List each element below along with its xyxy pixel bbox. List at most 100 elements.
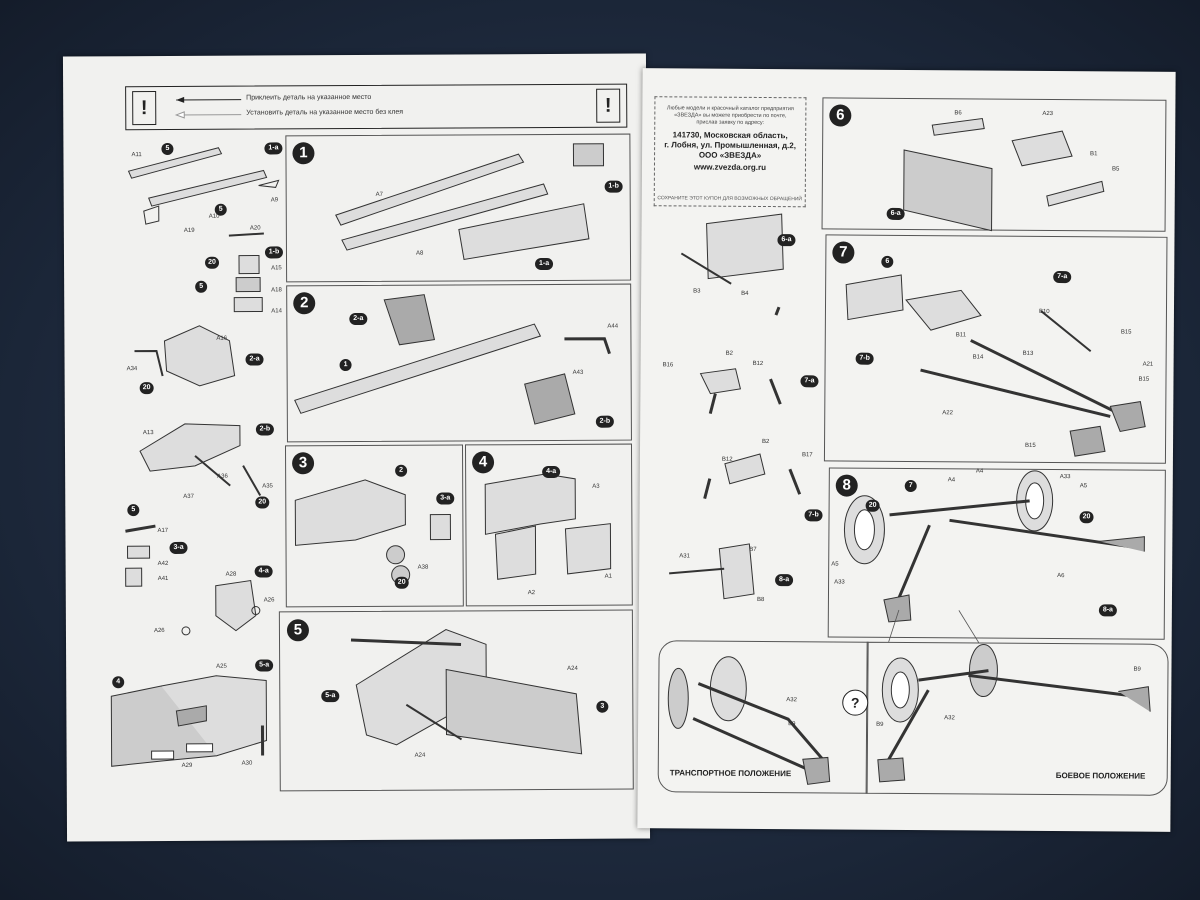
part-label: B15 xyxy=(1025,442,1036,449)
part-label: A35 xyxy=(262,483,273,490)
part-label: A32 xyxy=(944,715,955,722)
part-label: B5 xyxy=(1111,166,1120,173)
part-label: B9 xyxy=(876,721,884,728)
part-label: A16 xyxy=(216,335,228,342)
part-label: A31 xyxy=(679,553,690,560)
panel-label-6a: 6-a xyxy=(777,234,796,247)
paint-number: 20 xyxy=(255,496,270,509)
part-label: A24 xyxy=(414,752,426,759)
part-label: B9 xyxy=(1133,666,1141,673)
part-label: A37 xyxy=(183,493,194,500)
part-label: A33 xyxy=(834,579,845,586)
callout-number: 7 xyxy=(904,479,917,493)
part-label: A7 xyxy=(375,191,384,198)
sub-label-2b: 2-b xyxy=(255,423,274,436)
panel-label-3a: 3-a xyxy=(436,492,455,505)
glue-legend: ! Приклеить деталь на указанное место Ус… xyxy=(125,83,628,131)
part-label: B3 xyxy=(693,288,701,295)
part-label: A18 xyxy=(271,287,282,294)
sub-label-7a: 7-a xyxy=(1053,271,1072,284)
paint-number: 20 xyxy=(1079,511,1094,524)
sub-label-7b: 7-b xyxy=(855,352,874,365)
part-label: B2 xyxy=(762,438,770,446)
part-label: A26 xyxy=(153,628,165,635)
combat-position-label: БОЕВОЕ ПОЛОЖЕНИЕ xyxy=(1055,771,1146,781)
part-label: B17 xyxy=(801,452,813,459)
part-label: A28 xyxy=(225,571,237,578)
callout-number: 3 xyxy=(596,700,609,713)
part-label: B11 xyxy=(955,332,967,339)
part-label: A41 xyxy=(157,575,169,583)
part-label: A33 xyxy=(1059,474,1071,481)
part-label: A2 xyxy=(527,590,536,597)
part-label: A6 xyxy=(1057,573,1065,580)
sub-label-4a: 4-a xyxy=(254,565,273,578)
sub-label-1b: 1-b xyxy=(264,246,284,259)
panel-label-7a: 7-a xyxy=(800,375,819,388)
paint-number: 5 xyxy=(195,280,208,293)
part-label: A20 xyxy=(249,225,261,232)
part-label: A43 xyxy=(572,369,584,376)
callout-number: 6 xyxy=(881,255,894,268)
panel-label-2b: 2-b xyxy=(595,415,614,428)
paint-number: 20 xyxy=(139,382,154,395)
part-label: A23 xyxy=(1042,110,1054,118)
part-label: A44 xyxy=(607,323,619,330)
part-label: B1 xyxy=(1090,151,1098,158)
paint-number: 20 xyxy=(394,576,409,589)
part-label: B7 xyxy=(749,546,757,553)
part-label: B6 xyxy=(954,110,962,117)
part-label: B12 xyxy=(721,456,733,463)
assembly-drawings-right xyxy=(667,117,1151,785)
part-label: B4 xyxy=(741,290,749,297)
part-label: A17 xyxy=(157,527,169,535)
panel-label-2a: 2-a xyxy=(349,312,368,326)
part-label: B14 xyxy=(972,354,984,361)
part-label: B2 xyxy=(725,350,734,357)
part-label: A21 xyxy=(1142,361,1154,368)
part-label: A24 xyxy=(567,665,578,672)
part-label: A8 xyxy=(415,250,424,257)
panel-label-4a: 4-a xyxy=(542,465,561,479)
part-label: B15 xyxy=(1120,329,1132,336)
part-label: A13 xyxy=(142,430,154,437)
position-toggle-icon: ? xyxy=(842,689,869,716)
panel-label-1a: 1-a xyxy=(535,257,554,271)
sub-label-8a: 8-a xyxy=(1098,604,1117,617)
part-label: A4 xyxy=(947,477,956,484)
panel-label-7b: 7-b xyxy=(804,509,823,522)
sub-label-5a: 5-a xyxy=(255,659,274,672)
part-label: A5 xyxy=(831,561,839,568)
sub-label-6a: 6-a xyxy=(886,207,905,220)
callout-number: 4 xyxy=(112,676,125,689)
part-label: B9 xyxy=(788,721,796,728)
paint-number: 20 xyxy=(204,256,220,269)
part-label: A38 xyxy=(417,564,429,571)
legend-arrows xyxy=(174,96,242,119)
part-label: B13 xyxy=(1022,350,1034,357)
part-label: A22 xyxy=(942,410,953,417)
callout-number: 2 xyxy=(395,464,408,477)
part-label: A34 xyxy=(126,366,138,373)
sub-label-3a: 3-a xyxy=(169,541,188,554)
paint-number: 5 xyxy=(214,203,227,216)
sub-label-1a: 1-a xyxy=(264,142,283,155)
part-label: A9 xyxy=(270,197,279,204)
panel-label-8a: 8-a xyxy=(775,574,794,587)
part-label: A15 xyxy=(271,265,282,272)
part-label: B15 xyxy=(1138,376,1150,383)
panel-label-1b: 1-b xyxy=(604,180,623,193)
part-label: B10 xyxy=(1038,308,1050,315)
part-label: A26 xyxy=(263,597,275,604)
part-label: B8 xyxy=(756,596,765,604)
part-label: A11 xyxy=(131,152,142,159)
paint-number: 5 xyxy=(161,142,174,156)
part-label: B12 xyxy=(752,360,764,367)
part-label: A25 xyxy=(216,663,227,670)
sub-label-2a: 2-a xyxy=(245,353,264,366)
instruction-sheet-left: ! Приклеить деталь на указанное место Ус… xyxy=(62,53,651,842)
part-label: A32 xyxy=(786,697,797,704)
paint-number: 5 xyxy=(127,504,140,517)
part-label: B16 xyxy=(662,362,674,369)
part-label: A30 xyxy=(241,760,253,767)
